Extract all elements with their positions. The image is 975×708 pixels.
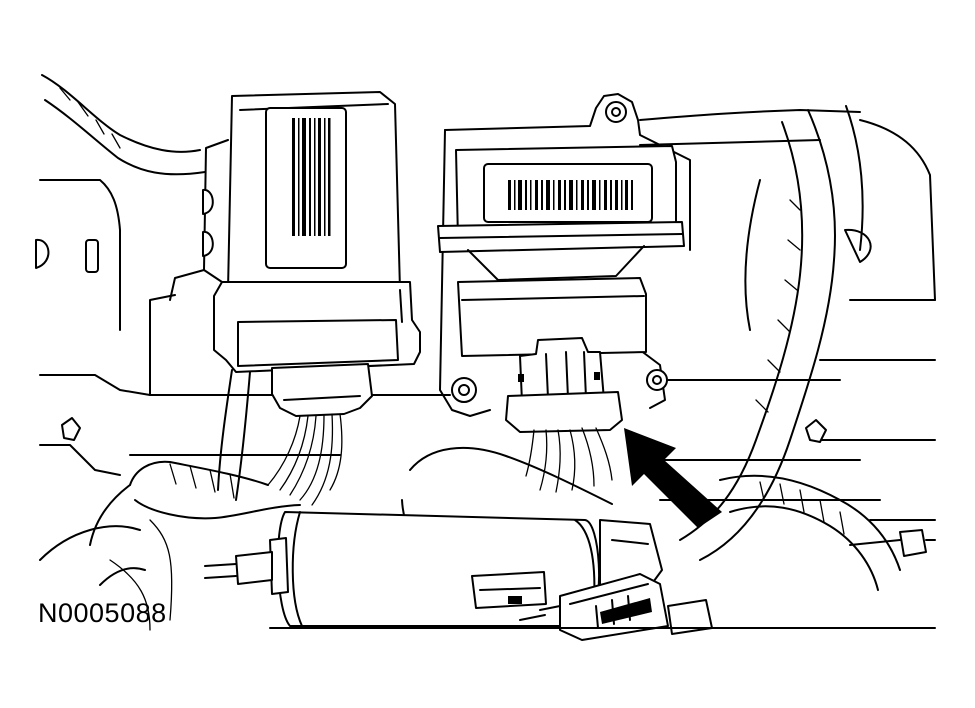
actuator-motor [204, 446, 663, 627]
barcode-left [292, 118, 331, 236]
left-module [169, 91, 421, 506]
wiring-harness-left [89, 369, 301, 546]
right-module [437, 145, 685, 493]
wiring-harness-right [679, 105, 936, 591]
chassis-background [35, 74, 936, 631]
barcode-right [508, 180, 633, 210]
wire-bundle-left [267, 413, 343, 506]
figure-id-label: N0005088 [38, 598, 167, 628]
lower-connector-block [519, 573, 713, 641]
wire-bundle-right [525, 427, 613, 493]
pointer-arrow [624, 428, 722, 528]
mounting-plate [439, 93, 691, 417]
